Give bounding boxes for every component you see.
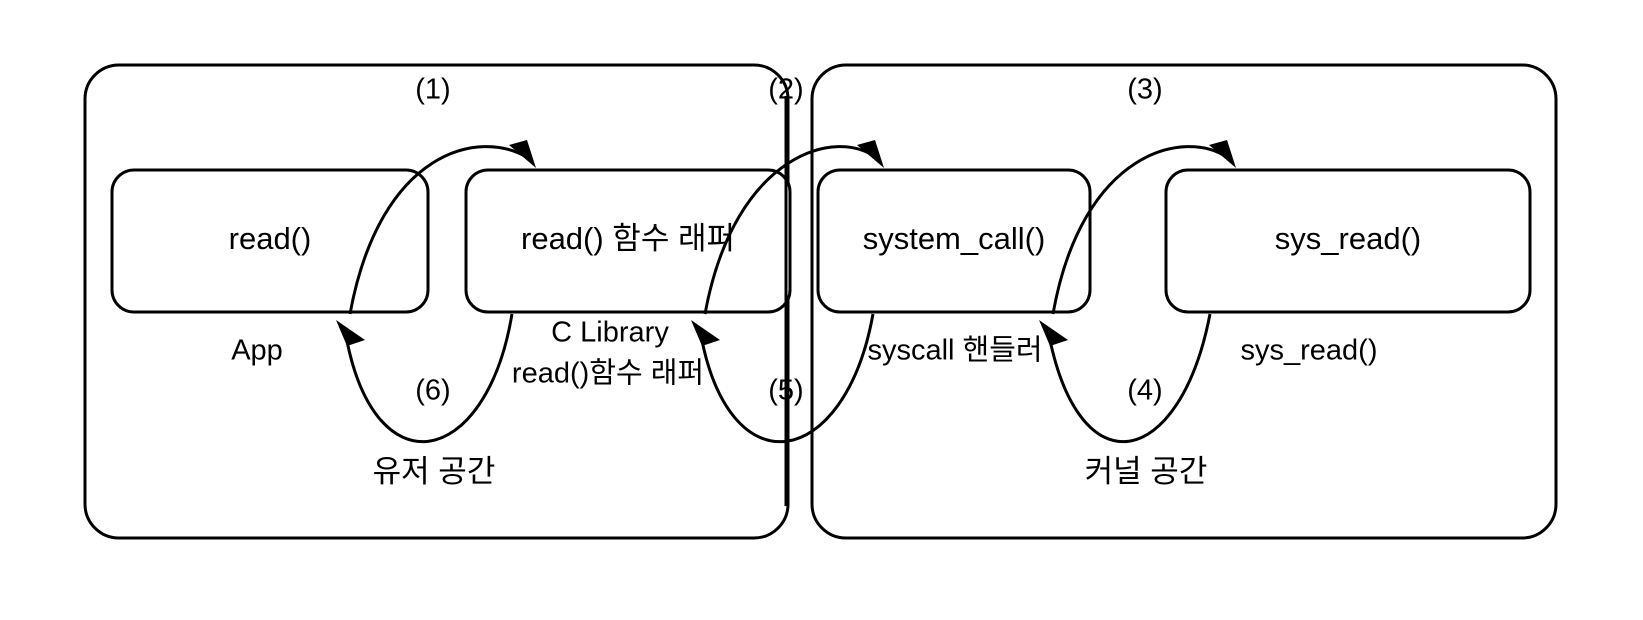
node-box-sys-read[interactable] — [1164, 168, 1532, 314]
step-label-6: (6) — [415, 375, 450, 407]
node-label-system-call: system_call() — [863, 221, 1046, 256]
arrow-head-step-3 — [1209, 140, 1236, 168]
arrow-head-step-1 — [509, 140, 536, 168]
arc-step-6 — [343, 313, 514, 444]
arc-step-3 — [1051, 145, 1229, 315]
node-label-sys-read: sys_read() — [1275, 221, 1421, 256]
step-label-1: (1) — [415, 74, 450, 106]
caption-app: App — [231, 335, 283, 367]
zone-label-user-space: 유저 공간 — [373, 454, 496, 489]
arc-step-4 — [1046, 313, 1212, 444]
arrow-head-step-4 — [1039, 320, 1068, 346]
step-label-4: (4) — [1127, 375, 1162, 407]
caption-read-wrapper: read()함수 래퍼 — [512, 358, 704, 390]
arc-step-1 — [348, 145, 529, 315]
node-box-read-wrapper[interactable] — [464, 168, 792, 314]
arrow-head-step-5 — [691, 320, 720, 346]
step-label-3: (3) — [1127, 74, 1162, 106]
arrow-head-step-2 — [857, 140, 884, 168]
arc-step-2 — [703, 145, 877, 315]
arrow-head-step-6 — [336, 320, 365, 346]
container-kernel-space — [810, 63, 1558, 540]
zone-label-kernel-space: 커널 공간 — [1085, 454, 1208, 489]
node-box-system-call[interactable] — [816, 168, 1092, 314]
node-box-read[interactable] — [110, 168, 430, 314]
caption-syscall-handler: syscall 핸들러 — [867, 335, 1042, 367]
caption-c-library: C Library — [551, 317, 669, 349]
node-label-read-wrapper: read() 함수 래퍼 — [521, 221, 735, 256]
caption-sys-read: sys_read() — [1241, 335, 1378, 367]
node-label-read: read() — [229, 221, 312, 256]
